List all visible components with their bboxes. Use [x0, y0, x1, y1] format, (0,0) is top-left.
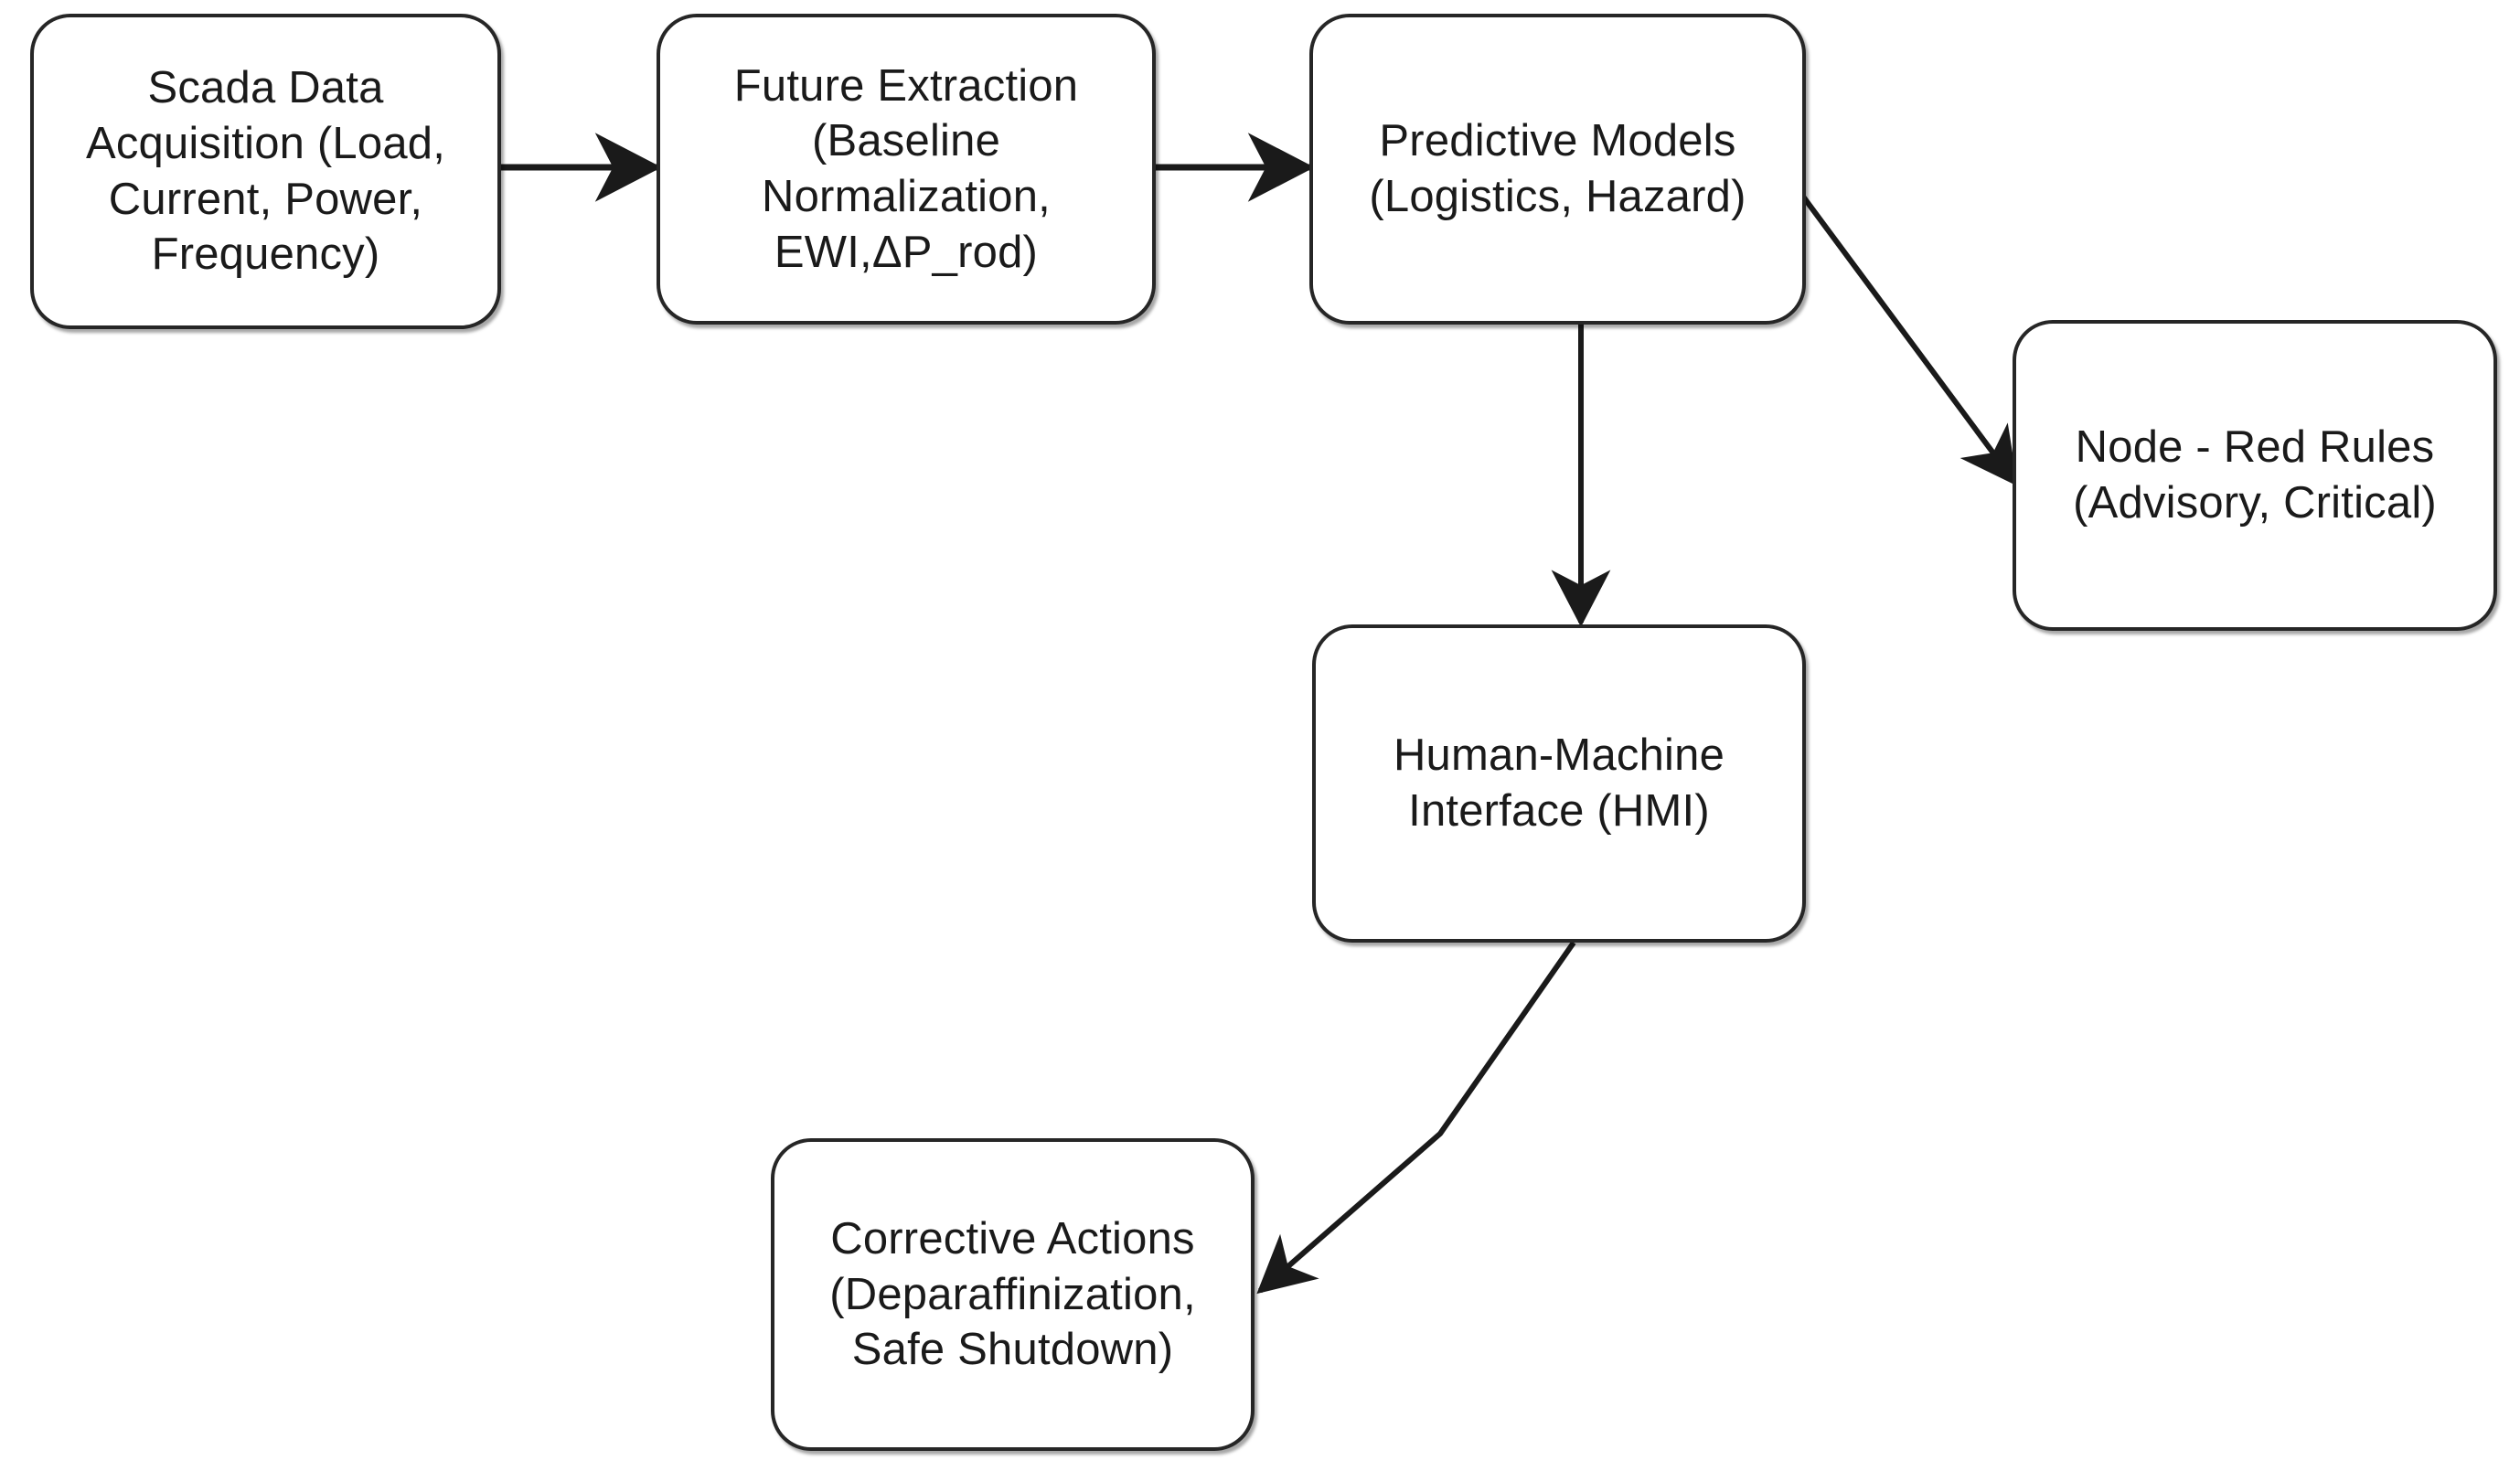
node-scada-data-acquisition[interactable]: Scada Data Acquisition (Load, Current, P…: [30, 14, 501, 329]
node-node-red-rules[interactable]: Node - Red Rules (Advisory, Critical): [2013, 320, 2497, 631]
node-predictive-models[interactable]: Predictive Models (Logistics, Hazard): [1309, 14, 1806, 325]
node-label-scada-data-acquisition: Scada Data Acquisition (Load, Current, P…: [85, 63, 446, 280]
edge-predictive-to-nodered: [1782, 170, 2018, 486]
node-label-node-red-rules: Node - Red Rules (Advisory, Critical): [2073, 422, 2437, 528]
node-corrective-actions[interactable]: Corrective Actions (Deparaffinization, S…: [771, 1138, 1255, 1451]
node-label-human-machine-interface: Human-Machine Interface (HMI): [1393, 730, 1725, 836]
node-label-corrective-actions: Corrective Actions (Deparaffinization, S…: [829, 1213, 1196, 1375]
node-label-future-extraction: Future Extraction (Baseline Normalizatio…: [733, 60, 1079, 277]
node-future-extraction[interactable]: Future Extraction (Baseline Normalizatio…: [657, 14, 1156, 325]
node-label-predictive-models: Predictive Models (Logistics, Hazard): [1369, 116, 1746, 221]
edge-hmi-to-corrective: [1256, 941, 1576, 1295]
node-human-machine-interface[interactable]: Human-Machine Interface (HMI): [1312, 624, 1806, 943]
